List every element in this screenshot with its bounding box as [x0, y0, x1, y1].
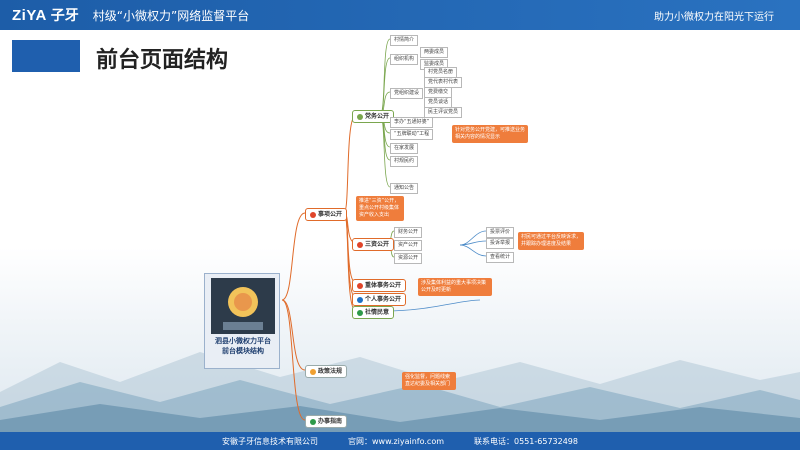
branch-public-opinion[interactable]: 社情民意 — [352, 306, 395, 319]
topic-public-affairs[interactable]: 事项公开 — [305, 208, 348, 221]
callout-note: 推进“三资”公开，重点公开村级集体资产收入支出 — [356, 196, 404, 221]
leaf-item[interactable]: 在家发展 — [390, 143, 419, 154]
leaf-item[interactable]: 资产公开 — [394, 240, 423, 251]
leaf-item[interactable]: 财务公开 — [394, 227, 423, 238]
topic-policy-regulations[interactable]: 政策法规 — [305, 365, 348, 378]
footer: 安徽子牙信息技术有限公司 官网：www.ziyainfo.com 联系电话：05… — [0, 432, 800, 450]
leaf-item[interactable]: 民主评议党员 — [424, 107, 463, 118]
leaf-item[interactable]: “五牌联动”工程 — [390, 129, 434, 140]
branch-party-affairs[interactable]: 党务公开 — [352, 110, 395, 123]
module-illustration — [211, 278, 275, 334]
footer-phone: 联系电话：0551-65732498 — [474, 436, 578, 446]
footer-company: 安徽子牙信息技术有限公司 — [222, 436, 319, 446]
callout-note: 针对党务公开党建，可推送业务相关内容的情况显示 — [452, 125, 528, 143]
branch-personal-affairs[interactable]: 个人事务公开 — [352, 293, 407, 306]
topic-bullet-icon — [310, 368, 316, 375]
leaf-item[interactable]: 组织机构 — [390, 54, 419, 65]
leaf-item[interactable]: 投票评价 — [486, 227, 515, 238]
callout-note: 强化监督，问题线索直达纪委及相关部门 — [402, 372, 456, 390]
branch-bullet-icon — [357, 113, 363, 120]
callout-note: 涉及集体利益的重大事项决策公开及时更新 — [418, 278, 492, 296]
brand-logo: ZiYA — [12, 6, 47, 24]
leaf-item[interactable]: 党组织建设 — [390, 88, 424, 99]
topic-bullet-icon — [310, 418, 316, 425]
leaf-item[interactable]: 通知公告 — [390, 183, 419, 194]
leaf-item[interactable]: 投诉举报 — [486, 238, 515, 249]
leaf-item[interactable]: 两委成员 — [420, 47, 449, 58]
leaf-item[interactable]: 查看统计 — [486, 252, 515, 263]
card-title-line1: 泗县小微权力平台 — [215, 337, 271, 345]
branch-bullet-icon — [357, 296, 363, 303]
leaf-item[interactable]: 资源公开 — [394, 253, 423, 264]
brand-logo-cn: 子牙 — [50, 8, 79, 24]
title-accent-bar — [12, 40, 80, 72]
branch-bullet-icon — [357, 282, 363, 289]
topic-bullet-icon — [310, 211, 316, 218]
footer-website[interactable]: 官网：www.ziyainfo.com — [348, 436, 445, 446]
leaf-item[interactable]: 村规民约 — [390, 156, 419, 167]
mountain-background — [0, 352, 800, 432]
top-bar: ZiYA 子牙 村级“小微权力”网络监督平台 助力小微权力在阳光下运行 — [0, 0, 800, 30]
callout-note: 村民可通过平台反映诉求，并跟踪办理进度及结果 — [518, 232, 584, 250]
leaf-item[interactable]: 李办“五通好婆” — [390, 117, 434, 128]
card-title-line2: 前台模块结构 — [222, 347, 264, 355]
branch-major-affairs[interactable]: 重体事务公开 — [352, 279, 407, 292]
topic-service-guide[interactable]: 办事指南 — [305, 415, 348, 428]
slogan: 助力小微权力在阳光下运行 — [654, 11, 774, 23]
page-title: 前台页面结构 — [96, 48, 229, 73]
root-module-card: 泗县小微权力平台 前台模块结构 — [204, 273, 280, 369]
platform-title: 村级“小微权力”网络监督平台 — [92, 8, 250, 23]
leaf-item[interactable]: 村情简介 — [390, 35, 419, 46]
branch-bullet-icon — [357, 309, 363, 316]
branch-three-assets[interactable]: 三资公开 — [352, 238, 395, 251]
branch-bullet-icon — [357, 241, 363, 248]
